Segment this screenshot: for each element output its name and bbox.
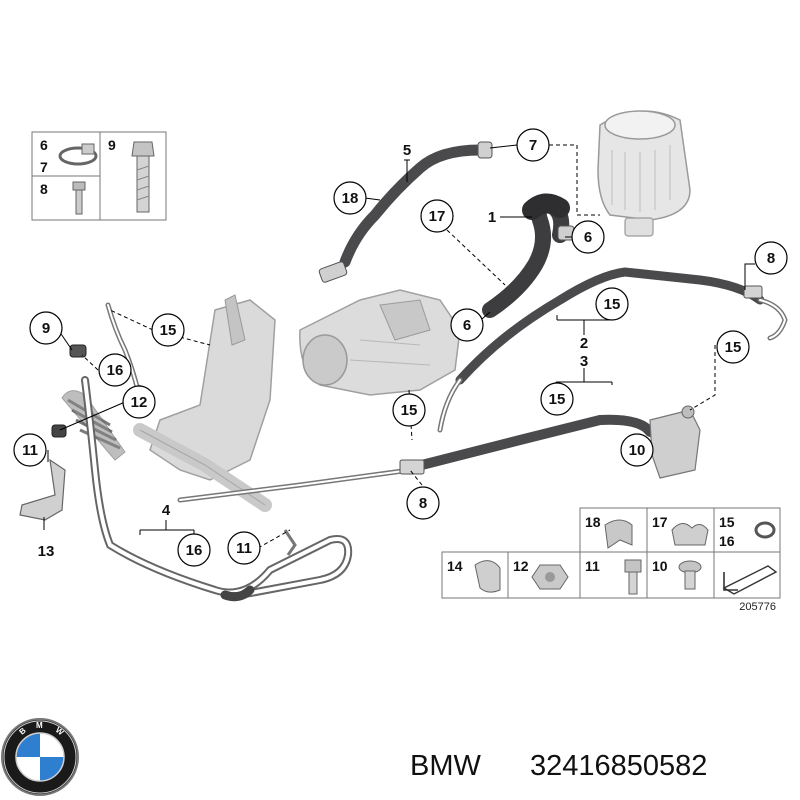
callout-15-mid-right: 15 [540, 382, 574, 416]
callouts: 5 7 18 17 1 6 8 15 6 2 [13, 128, 788, 567]
line-4 [81, 302, 353, 602]
callout-17: 17 [420, 199, 454, 233]
callout-12: 12 [122, 385, 156, 419]
hose-clamp-icon [58, 143, 98, 166]
svg-text:6: 6 [463, 317, 471, 334]
svg-text:B: B [18, 725, 29, 736]
callout-3: 3 [580, 353, 588, 370]
callout-15-center: 15 [392, 393, 426, 427]
socket-screw-icon [624, 559, 642, 595]
svg-text:9: 9 [42, 320, 50, 337]
svg-text:16: 16 [107, 362, 124, 379]
legend-label-16: 16 [719, 533, 735, 549]
svg-text:15: 15 [401, 402, 418, 419]
legend-label-14: 14 [447, 558, 463, 574]
bmw-logo: B M W [1, 718, 79, 796]
legend-bottom: 18 17 15 16 14 12 11 10 [441, 507, 781, 613]
steering-pump [299, 289, 461, 396]
part-number: 32416850582 [530, 750, 707, 782]
svg-text:6: 6 [584, 229, 592, 246]
legend-label-18: 18 [585, 514, 601, 530]
small-bolt-icon [72, 181, 86, 215]
legend-top-left: 6 7 9 8 [31, 131, 167, 221]
direction-arrow-icon [722, 565, 778, 595]
svg-text:8: 8 [767, 250, 775, 267]
callout-2: 2 [580, 335, 588, 352]
callout-15-far-right: 15 [716, 330, 750, 364]
clip-14-icon [474, 560, 501, 593]
callout-11-lower: 11 [227, 531, 261, 565]
legend-label-17: 17 [652, 514, 668, 530]
callout-10: 10 [620, 433, 654, 467]
callout-6-lower: 6 [450, 308, 484, 342]
svg-text:10: 10 [629, 442, 646, 459]
legend-label-6: 6 [40, 137, 48, 153]
callout-7: 7 [516, 128, 550, 162]
pressure-line-3 [177, 414, 655, 503]
callout-16-lower: 16 [177, 533, 211, 567]
callout-4: 4 [162, 502, 171, 519]
fluid-reservoir [597, 110, 691, 237]
callout-6-upper: 6 [571, 220, 605, 254]
cooler-line-2 [437, 267, 788, 433]
svg-text:7: 7 [529, 137, 537, 154]
legend-label-9: 9 [108, 137, 116, 153]
svg-text:M: M [36, 721, 44, 730]
callout-15-upper-right: 15 [595, 287, 629, 321]
legend-label-10: 10 [652, 558, 668, 574]
svg-text:15: 15 [160, 322, 177, 339]
svg-text:15: 15 [725, 339, 742, 356]
svg-text:11: 11 [236, 540, 252, 557]
svg-text:11: 11 [22, 442, 38, 459]
callout-8-lower: 8 [406, 486, 440, 520]
legend-label-8: 8 [40, 181, 48, 197]
bracket-10 [649, 405, 701, 479]
screw-10-icon [678, 560, 702, 590]
sealing-ring-icon [754, 521, 776, 539]
callout-18: 18 [333, 181, 367, 215]
hex-nut-icon [531, 564, 569, 590]
callout-1: 1 [488, 209, 496, 226]
large-bolt-icon [131, 141, 155, 213]
callout-16-upper: 16 [98, 353, 132, 387]
clip-17-icon [671, 523, 709, 546]
diagram-number: 205776 [739, 601, 776, 613]
svg-text:17: 17 [429, 208, 446, 225]
svg-text:12: 12 [131, 394, 148, 411]
svg-text:15: 15 [604, 296, 621, 313]
svg-text:8: 8 [419, 495, 427, 512]
callout-8-upper: 8 [754, 241, 788, 275]
parts-illustration [19, 110, 788, 602]
svg-text:16: 16 [186, 542, 203, 559]
callout-9: 9 [29, 311, 63, 345]
callout-5: 5 [403, 142, 411, 159]
callout-15-left: 15 [151, 313, 185, 347]
clamp-12 [51, 344, 87, 438]
legend-label-12: 12 [513, 558, 529, 574]
hose-5 [318, 141, 493, 283]
svg-text:18: 18 [342, 190, 359, 207]
bracket-13 [19, 458, 66, 521]
brand-name: BMW [410, 750, 482, 782]
clip-18-icon [604, 519, 633, 549]
svg-text:15: 15 [549, 391, 566, 408]
callout-13: 13 [38, 543, 55, 560]
legend-label-15: 15 [719, 514, 735, 530]
legend-label-7: 7 [40, 159, 48, 175]
legend-label-11: 11 [585, 558, 600, 574]
callout-11-left: 11 [13, 433, 47, 467]
